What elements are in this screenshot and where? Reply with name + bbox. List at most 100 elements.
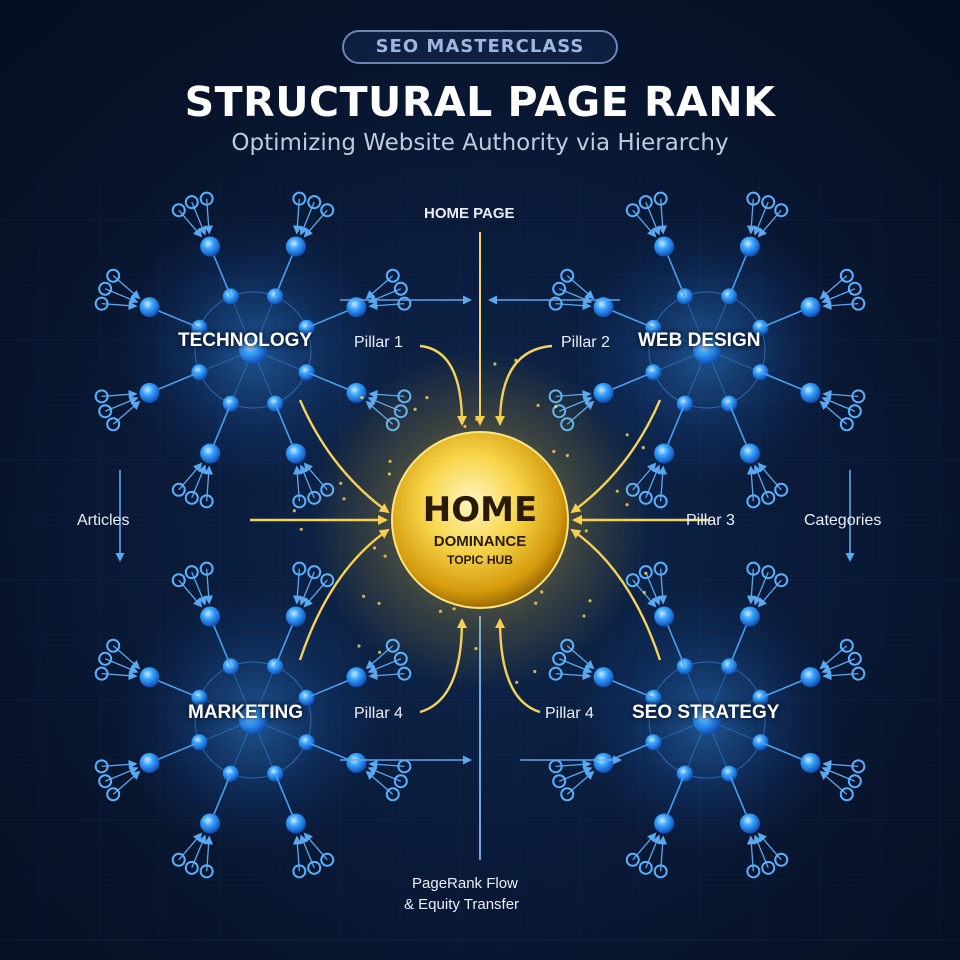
leaf-node [774, 203, 789, 218]
leaf-node [385, 787, 400, 802]
leaf-node [307, 860, 322, 875]
sparkle [644, 571, 648, 575]
article-node [739, 606, 760, 627]
leaf-node [560, 268, 575, 283]
leaf-node [653, 191, 668, 206]
cluster-ring [194, 291, 312, 409]
leaf-node [94, 759, 109, 774]
leaf-node [839, 787, 854, 802]
leaf-node [847, 281, 862, 296]
cluster-label-marketing: MARKETING [188, 702, 304, 723]
leaf-node [199, 561, 214, 576]
article-node [139, 752, 160, 773]
leaf-node [851, 666, 866, 681]
leaf-node [653, 561, 668, 576]
home-hub-node [391, 431, 569, 609]
article-node [739, 236, 760, 257]
leaf-node [560, 787, 575, 802]
masterclass-badge: SEO MASTERCLASS [342, 30, 618, 64]
article-node [139, 382, 160, 403]
article-node [285, 236, 306, 257]
article-node [800, 297, 821, 318]
leaf-node [98, 404, 113, 419]
leaf-node [98, 774, 113, 789]
leaf-node [839, 417, 854, 432]
leaf-node [653, 494, 668, 509]
leaf-node [292, 494, 307, 509]
article-node [139, 667, 160, 688]
leaf-node [847, 404, 862, 419]
hub-title: HOME [422, 490, 538, 530]
cluster-label-seo-strategy: SEO STRATEGY [632, 702, 780, 723]
leaf-node [106, 638, 121, 653]
article-node [800, 667, 821, 688]
leaf-node [307, 195, 322, 210]
leaf-node [106, 787, 121, 802]
article-node [654, 813, 675, 834]
article-node [593, 297, 614, 318]
footer-line-1: PageRank Flow [412, 875, 518, 892]
leaf-node [774, 482, 789, 497]
cluster-label-technology: TECHNOLOGY [178, 330, 313, 351]
leaf-node [184, 565, 199, 580]
leaf-node [761, 490, 776, 505]
article-node [346, 297, 367, 318]
article-node [285, 443, 306, 464]
article-node [285, 606, 306, 627]
leaf-node [171, 573, 186, 588]
leaf-node [761, 565, 776, 580]
leaf-node [761, 860, 776, 875]
leaf-node [548, 296, 563, 311]
cluster-network-1 [548, 191, 866, 509]
article-node [800, 752, 821, 773]
leaf-node [94, 389, 109, 404]
pillar-4-left-label: Pillar 4 [354, 705, 403, 722]
article-node [285, 813, 306, 834]
sparkle [641, 446, 645, 450]
pillar-4-right-label: Pillar 4 [545, 705, 594, 722]
leaf-node [98, 651, 113, 666]
sparkle [299, 527, 303, 531]
leaf-node [94, 296, 109, 311]
sparkle [357, 644, 361, 648]
leaf-node [320, 852, 335, 867]
article-node [739, 813, 760, 834]
leaf-node [774, 573, 789, 588]
sparkle [642, 590, 646, 595]
leaf-node [385, 268, 400, 283]
leaf-node [199, 191, 214, 206]
leaf-node [653, 864, 668, 879]
leaf-node [851, 389, 866, 404]
leaf-node [106, 417, 121, 432]
cluster-core-node [239, 706, 267, 734]
leaf-node [774, 852, 789, 867]
leaf-node [761, 195, 776, 210]
article-node [200, 813, 221, 834]
footer-line-2: & Equity Transfer [404, 896, 520, 913]
cluster-ring [648, 291, 766, 409]
leaf-node [638, 195, 653, 210]
leaf-node [199, 864, 214, 879]
leaf-node [847, 651, 862, 666]
cluster-networks [94, 191, 866, 879]
leaf-node [98, 281, 113, 296]
leaf-node [625, 203, 640, 218]
article-node [654, 606, 675, 627]
leaf-node [184, 195, 199, 210]
categories-label: Categories [804, 512, 882, 529]
leaf-node [393, 774, 408, 789]
hub-line-2: TOPIC HUB [447, 553, 513, 567]
cluster-core-node [239, 336, 267, 364]
leaf-node [746, 864, 761, 879]
article-node [200, 443, 221, 464]
leaf-node [746, 494, 761, 509]
article-node [593, 752, 614, 773]
leaf-node [292, 864, 307, 879]
leaf-node [320, 203, 335, 218]
article-node [800, 382, 821, 403]
pillar-2-label: Pillar 2 [561, 334, 610, 351]
leaf-node [397, 296, 412, 311]
cluster-ring [194, 661, 312, 779]
article-node [139, 297, 160, 318]
